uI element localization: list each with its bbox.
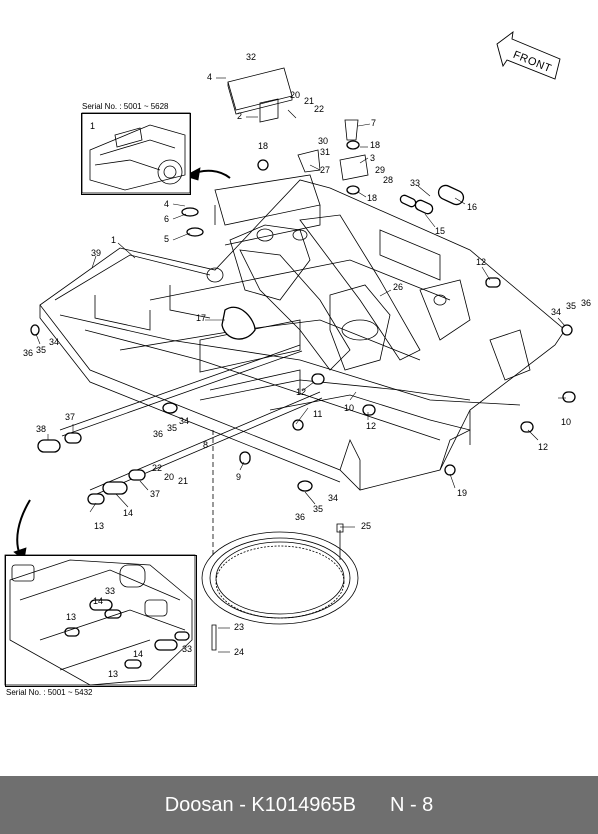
inset-bottom-callout: 33	[105, 586, 116, 596]
callout: 35	[36, 345, 47, 355]
footer-bar: Doosan - K1014965B N - 8	[0, 776, 598, 834]
callout: 36	[23, 348, 34, 358]
callout: 21	[304, 96, 315, 106]
inset-top-callout: 1	[90, 121, 96, 131]
callout: 26	[393, 282, 404, 292]
callout: 36	[581, 298, 592, 308]
callout: 18	[258, 141, 269, 151]
callout: 9	[236, 472, 242, 482]
seals	[30, 140, 576, 505]
callout: 11	[313, 409, 323, 419]
inset-bottom-callout: 33	[182, 644, 193, 654]
callout: 27	[320, 165, 331, 175]
callout: 34	[551, 307, 562, 317]
callout: 2	[237, 111, 243, 121]
callout: 34	[328, 493, 339, 503]
callout: 4	[164, 199, 170, 209]
callout: 37	[150, 489, 161, 499]
inset-top-drawing	[81, 112, 191, 194]
parts-diagram: Serial No. : 5001 ~ 5628 Serial No. : 50…	[4, 30, 592, 697]
callout: 12	[296, 387, 307, 397]
callout: 24	[234, 647, 245, 657]
rod-bars	[59, 344, 323, 497]
callout: 4	[207, 72, 213, 82]
callout: 20	[164, 472, 175, 482]
callout: 30	[318, 136, 329, 146]
inset-bottom-frame	[5, 555, 197, 687]
callout: 32	[246, 52, 257, 62]
callout: 3	[370, 153, 376, 163]
callout: 21	[178, 476, 189, 486]
callout: 12	[476, 257, 487, 267]
frame-exploded-view	[4, 30, 576, 686]
callout: 10	[344, 403, 355, 413]
callout: 23	[234, 622, 245, 632]
callout: 18	[370, 140, 381, 150]
top-plate	[227, 67, 293, 123]
lower-frame	[39, 174, 566, 491]
callout: 15	[435, 226, 446, 236]
callout: 8	[203, 440, 209, 450]
callout: 1	[111, 235, 117, 245]
front-arrow-icon	[496, 30, 561, 80]
serial-bottom: Serial No. : 5001 ~ 5432	[6, 688, 93, 697]
callout: 18	[367, 193, 378, 203]
callout: 14	[123, 508, 134, 518]
callout: 36	[295, 512, 306, 522]
callout: 12	[538, 442, 549, 452]
callout: 6	[164, 214, 170, 224]
callout: 20	[290, 90, 301, 100]
callout: 34	[179, 416, 190, 426]
callout: 35	[313, 504, 324, 514]
part-number: Doosan - K1014965B	[164, 793, 356, 816]
page-number: N - 8	[389, 793, 434, 816]
callout: 13	[94, 521, 105, 531]
callout: 34	[49, 337, 60, 347]
callout: 17	[196, 313, 207, 323]
leader-lines	[35, 77, 566, 653]
serial-top: Serial No. : 5001 ~ 5628	[82, 102, 169, 111]
callout: 25	[361, 521, 372, 531]
callout: 5	[164, 234, 170, 244]
callout: 35	[566, 301, 577, 311]
callout: 37	[65, 412, 76, 422]
inset-bottom-callout: 14	[93, 596, 104, 606]
inset-bottom-drawing	[4, 554, 196, 686]
callout: 38	[36, 424, 47, 434]
inset-arrows	[13, 167, 231, 561]
bolt-bracket	[297, 119, 369, 181]
callout: 39	[91, 248, 102, 258]
callout: 10	[561, 417, 572, 427]
callout: 35	[167, 423, 178, 433]
callout: 22	[152, 463, 163, 473]
callout: 36	[153, 429, 164, 439]
callout: 16	[467, 202, 478, 212]
callout: 22	[314, 104, 325, 114]
callout: 28	[383, 175, 394, 185]
callout: 29	[375, 165, 386, 175]
inset-bottom-callout: 13	[66, 612, 77, 622]
swing-bearing	[201, 430, 359, 651]
callout: 12	[366, 421, 377, 431]
inset-top-frame	[81, 113, 191, 195]
callout: 31	[320, 147, 331, 157]
callout: 7	[371, 118, 377, 128]
inset-bottom-callout: 14	[133, 649, 144, 659]
callout: 33	[410, 178, 421, 188]
inset-bottom-callout: 13	[108, 669, 119, 679]
callout: 19	[457, 488, 468, 498]
